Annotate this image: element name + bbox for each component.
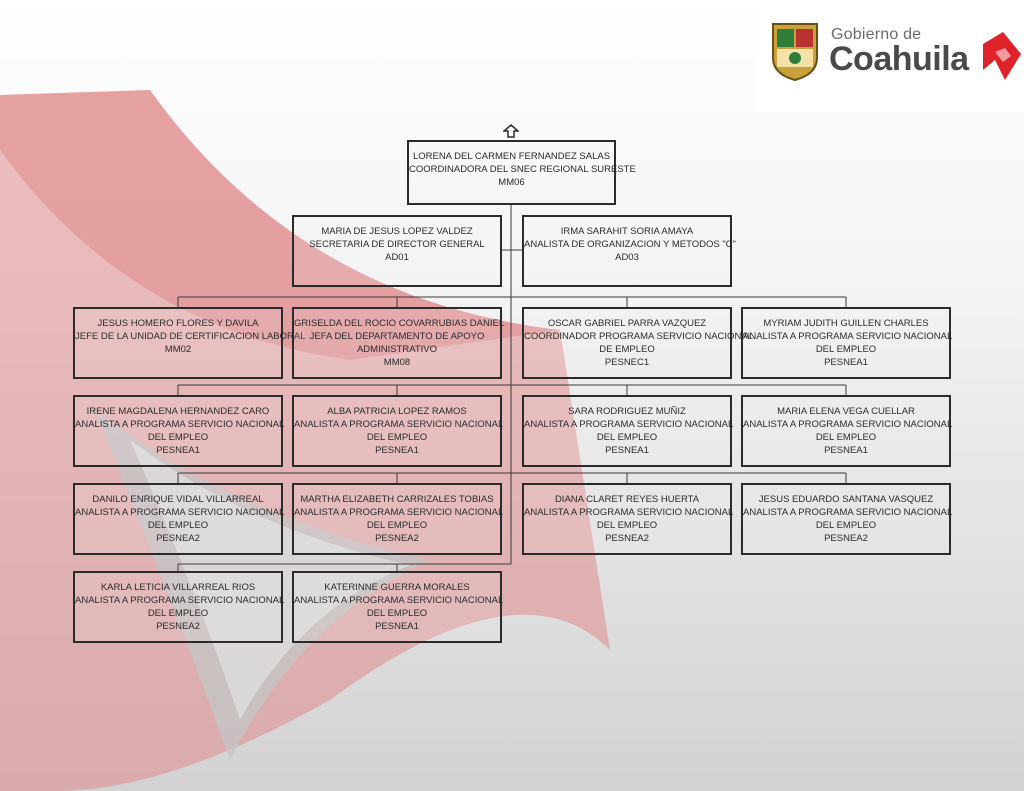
position-title-line2: DEL EMPLEO (147, 520, 209, 531)
person-name: SARA RODRIGUEZ MUÑIZ (568, 406, 686, 417)
position-title-line2: DE EMPLEO (599, 344, 655, 355)
person-name: JESUS EDUARDO SANTANA VASQUEZ (758, 494, 934, 505)
org-box-r4-c1[interactable]: KARLA LETICIA VILLARREAL RIOS ANALISTA A… (73, 571, 285, 643)
position-title: COORDINADORA DEL SNEC REGIONAL SURESTE (409, 164, 636, 175)
position-code: MM08 (383, 357, 411, 368)
position-title: SECRETARIA DE DIRECTOR GENERAL (309, 239, 485, 250)
person-name: JESUS HOMERO FLORES Y DAVILA (97, 318, 259, 329)
up-arrow-icon (503, 124, 519, 138)
org-box-staff-2[interactable]: IRMA SARAHIT SORIA AMAYA ANALISTA DE ORG… (522, 215, 736, 287)
person-name: OSCAR GABRIEL PARRA VAZQUEZ (547, 318, 707, 329)
person-name: DIANA CLARET REYES HUERTA (554, 494, 700, 505)
org-box-r2-c3[interactable]: SARA RODRIGUEZ MUÑIZ ANALISTA A PROGRAMA… (522, 395, 734, 467)
org-box-root[interactable]: LORENA DEL CARMEN FERNANDEZ SALAS COORDI… (407, 140, 636, 205)
position-code: PESNEA1 (824, 445, 868, 456)
logo-line2: Coahuila (829, 40, 969, 78)
org-box-r4-c2[interactable]: KATERINNE GUERRA MORALES ANALISTA A PROG… (292, 571, 504, 643)
position-title: JEFA DEL DEPARTAMENTO DE APOYO (309, 331, 485, 342)
position-code: PESNEA2 (605, 533, 649, 544)
position-code: MM02 (164, 344, 192, 355)
org-box-r1-c1[interactable]: JESUS HOMERO FLORES Y DAVILA JEFE DE LA … (73, 307, 306, 379)
position-title-line2: DEL EMPLEO (366, 520, 428, 531)
position-title: JEFE DE LA UNIDAD DE CERTIFICACION LABOR… (75, 331, 306, 342)
org-box-r1-c4[interactable]: MYRIAM JUDITH GUILLEN CHARLES ANALISTA A… (741, 307, 953, 379)
position-title-line2: DEL EMPLEO (147, 608, 209, 619)
position-code: PESNEA2 (156, 621, 200, 632)
org-box-r3-c1[interactable]: DANILO ENRIQUE VIDAL VILLARREAL ANALISTA… (73, 483, 285, 555)
position-title-line2: DEL EMPLEO (815, 344, 877, 355)
position-title-line2: DEL EMPLEO (596, 520, 658, 531)
position-title-line2: DEL EMPLEO (147, 432, 209, 443)
position-code: PESNEC1 (604, 357, 650, 368)
position-code: PESNEA1 (605, 445, 649, 456)
position-code: MM06 (498, 177, 525, 188)
position-title: ANALISTA A PROGRAMA SERVICIO NACIONAL (294, 419, 504, 430)
gobierno-coahuila-logo: Gobierno de Coahuila (755, 0, 1024, 112)
person-name: KARLA LETICIA VILLARREAL RIOS (100, 582, 256, 593)
position-code: AD03 (615, 252, 639, 263)
org-box-r1-c3[interactable]: OSCAR GABRIEL PARRA VAZQUEZ COORDINADOR … (522, 307, 753, 379)
position-title: ANALISTA A PROGRAMA SERVICIO NACIONAL (524, 507, 734, 518)
person-name: LORENA DEL CARMEN FERNANDEZ SALAS (412, 151, 611, 162)
org-box-r1-c2[interactable]: GRISELDA DEL ROCIO COVARRUBIAS DANIEL JE… (292, 307, 505, 379)
position-code: PESNEA2 (824, 533, 868, 544)
position-title-line2: DEL EMPLEO (366, 608, 428, 619)
org-box-r3-c2[interactable]: MARTHA ELIZABETH CARRIZALES TOBIAS ANALI… (292, 483, 504, 555)
org-box-r3-c3[interactable]: DIANA CLARET REYES HUERTA ANALISTA A PRO… (522, 483, 734, 555)
red-star-mark-icon (983, 32, 1021, 80)
position-title: ANALISTA A PROGRAMA SERVICIO NACIONAL (743, 507, 953, 518)
org-box-staff-1[interactable]: MARIA DE JESUS LOPEZ VALDEZ SECRETARIA D… (292, 215, 502, 287)
position-title: ANALISTA A PROGRAMA SERVICIO NACIONAL (294, 595, 504, 606)
position-title: COORDINADOR PROGRAMA SERVICIO NACIONAL (524, 331, 753, 342)
person-name: IRENE MAGDALENA HERNANDEZ CARO (86, 406, 270, 417)
person-name: DANILO ENRIQUE VIDAL VILLARREAL (92, 494, 264, 505)
position-code: PESNEA2 (375, 533, 419, 544)
person-name: MARIA ELENA VEGA CUELLAR (777, 406, 915, 417)
position-code: PESNEA1 (156, 445, 200, 456)
position-title: ANALISTA A PROGRAMA SERVICIO NACIONAL (75, 419, 285, 430)
coat-of-arms-icon (772, 23, 818, 82)
person-name: MARIA DE JESUS LOPEZ VALDEZ (321, 226, 473, 237)
org-box-r2-c1[interactable]: IRENE MAGDALENA HERNANDEZ CARO ANALISTA … (73, 395, 285, 467)
person-name: ALBA PATRICIA LOPEZ RAMOS (327, 406, 467, 417)
position-title-line2: DEL EMPLEO (366, 432, 428, 443)
position-code: PESNEA1 (375, 621, 419, 632)
position-title: ANALISTA DE ORGANIZACION Y METODOS "C" (524, 239, 736, 250)
position-title: ANALISTA A PROGRAMA SERVICIO NACIONAL (75, 507, 285, 518)
org-box-r2-c4[interactable]: MARIA ELENA VEGA CUELLAR ANALISTA A PROG… (741, 395, 953, 467)
person-name: KATERINNE GUERRA MORALES (324, 582, 470, 593)
position-title-line2: DEL EMPLEO (815, 432, 877, 443)
position-title: ANALISTA A PROGRAMA SERVICIO NACIONAL (743, 331, 953, 342)
position-code: PESNEA2 (156, 533, 200, 544)
position-code: PESNEA1 (375, 445, 419, 456)
position-title-line2: ADMINISTRATIVO (356, 344, 438, 355)
org-box-r2-c2[interactable]: ALBA PATRICIA LOPEZ RAMOS ANALISTA A PRO… (292, 395, 504, 467)
person-name: IRMA SARAHIT SORIA AMAYA (560, 226, 694, 237)
position-title: ANALISTA A PROGRAMA SERVICIO NACIONAL (75, 595, 285, 606)
person-name: GRISELDA DEL ROCIO COVARRUBIAS DANIEL (294, 318, 505, 329)
position-code: AD01 (385, 252, 409, 263)
logo-line1: Gobierno de (831, 26, 922, 43)
position-title-line2: DEL EMPLEO (596, 432, 658, 443)
position-title: ANALISTA A PROGRAMA SERVICIO NACIONAL (294, 507, 504, 518)
position-title: ANALISTA A PROGRAMA SERVICIO NACIONAL (524, 419, 734, 430)
person-name: MYRIAM JUDITH GUILLEN CHARLES (763, 318, 929, 329)
position-title: ANALISTA A PROGRAMA SERVICIO NACIONAL (743, 419, 953, 430)
org-box-r3-c4[interactable]: JESUS EDUARDO SANTANA VASQUEZ ANALISTA A… (741, 483, 953, 555)
position-title-line2: DEL EMPLEO (815, 520, 877, 531)
position-code: PESNEA1 (824, 357, 868, 368)
person-name: MARTHA ELIZABETH CARRIZALES TOBIAS (300, 494, 494, 505)
